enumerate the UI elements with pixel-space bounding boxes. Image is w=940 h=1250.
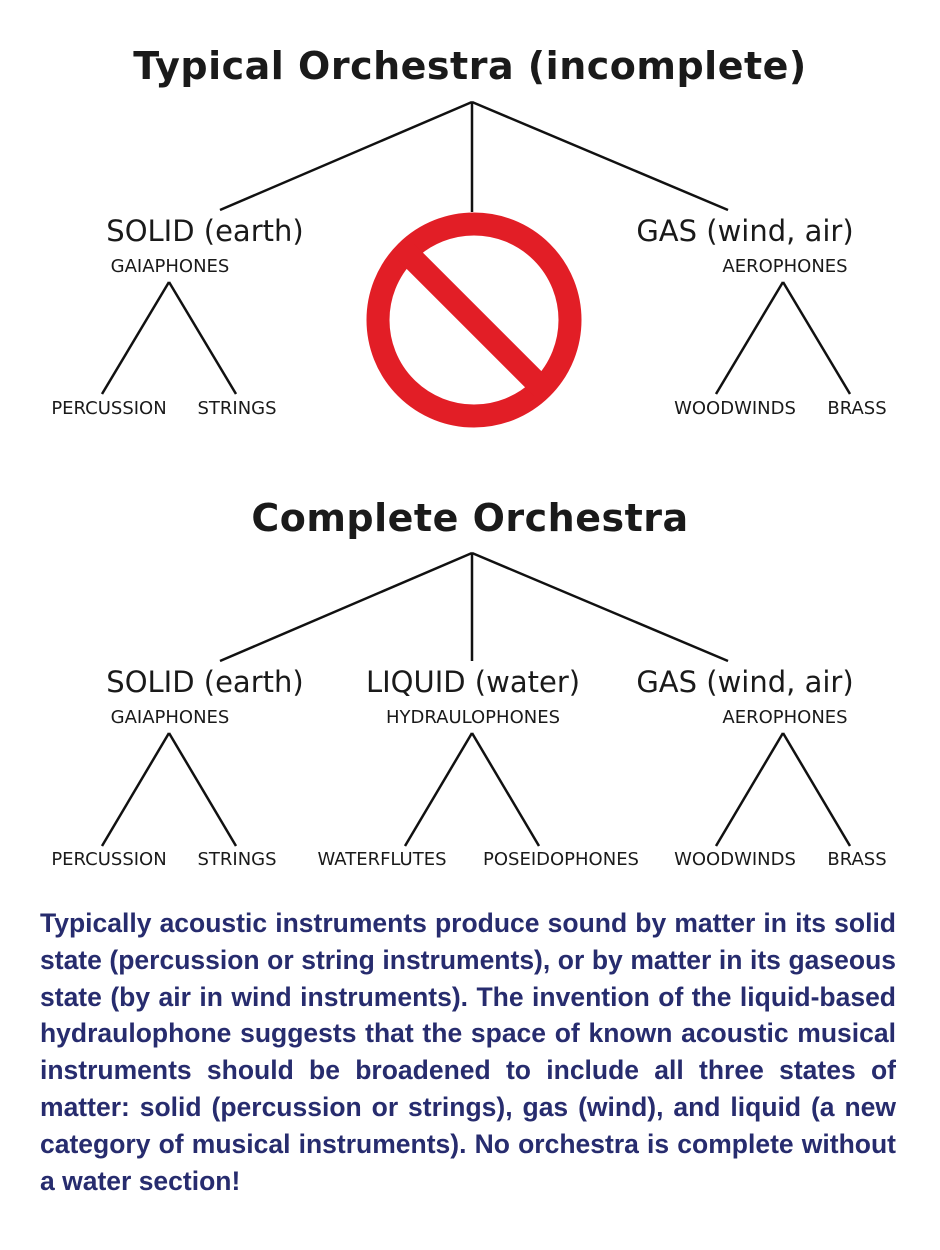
bottom-leaf-waterflutes: WATERFLUTES [317, 849, 447, 870]
edge-bottom-gas-brass [781, 732, 852, 847]
bottom-liquid-sub: HYDRAULOPHONES [385, 707, 561, 728]
edge-top-gas-brass [781, 281, 852, 395]
edge-bottom-root-gas [471, 551, 729, 663]
top-gas-sub: AEROPHONES [722, 256, 848, 277]
top-leaf-woodwinds: WOODWINDS [674, 398, 796, 419]
bottom-leaf-strings: STRINGS [197, 849, 277, 870]
top-leaf-percussion: PERCUSSION [51, 398, 167, 419]
bottom-gas-label: GAS (wind, air) [636, 665, 854, 699]
edge-top-solid-strings [167, 281, 238, 395]
bottom-liquid-label: LIQUID (water) [365, 665, 581, 699]
edge-top-root-gas [471, 100, 729, 212]
edge-bottom-root-solid [219, 551, 473, 663]
edge-bottom-liquid-poseidophones [470, 732, 541, 847]
caption-text: Typically acoustic instruments produce s… [40, 908, 896, 1196]
edge-bottom-liquid-waterflutes [403, 732, 474, 847]
bottom-solid-label: SOLID (earth) [106, 665, 304, 699]
prohibition-icon [366, 212, 582, 428]
bottom-solid-sub: GAIAPHONES [110, 707, 230, 728]
edge-top-gas-woodwinds [714, 281, 785, 395]
edge-bottom-solid-strings [167, 732, 238, 847]
edge-bottom-solid-percussion [100, 732, 171, 847]
bottom-gas-sub: AEROPHONES [722, 707, 848, 728]
top-solid-label: SOLID (earth) [106, 214, 304, 248]
top-title: Typical Orchestra (incomplete) [133, 44, 807, 88]
edge-top-root-solid [219, 100, 473, 212]
bottom-leaf-poseidophones: POSEIDOPHONES [483, 849, 639, 870]
bottom-leaf-brass: BRASS [827, 849, 887, 870]
bottom-leaf-woodwinds: WOODWINDS [674, 849, 796, 870]
top-solid-sub: GAIAPHONES [110, 256, 230, 277]
top-gas-label: GAS (wind, air) [636, 214, 854, 248]
bottom-leaf-percussion: PERCUSSION [51, 849, 167, 870]
top-leaf-brass: BRASS [827, 398, 887, 419]
bottom-title: Complete Orchestra [251, 496, 689, 540]
edge-top-solid-percussion [100, 281, 171, 395]
top-leaf-strings: STRINGS [197, 398, 277, 419]
edge-bottom-gas-woodwinds [714, 732, 785, 847]
